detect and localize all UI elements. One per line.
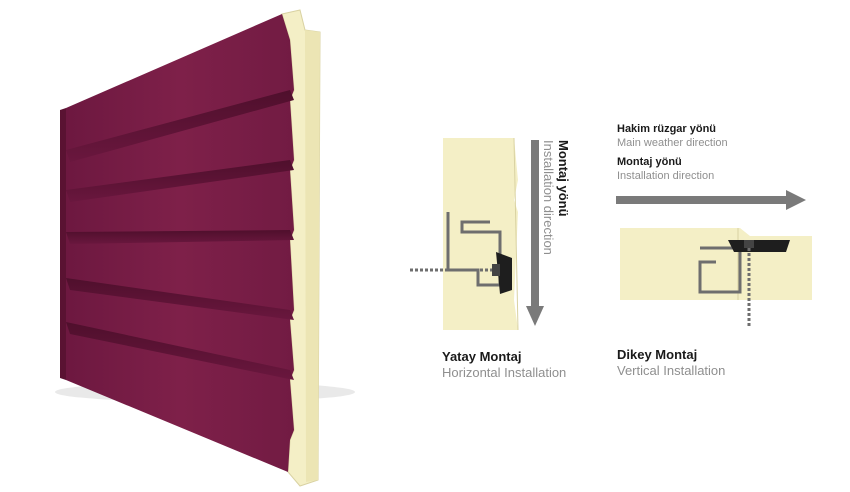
panel-rib	[66, 278, 294, 320]
right-arrow-icon	[616, 190, 806, 210]
gasket	[728, 240, 790, 252]
vertical-detail	[616, 190, 812, 328]
wind-direction-tr: Hakim rüzgar yönü	[617, 123, 717, 135]
horizontal-direction-tr: Montaj yönü	[556, 140, 571, 217]
vertical-direction-en: Installation direction	[617, 170, 715, 182]
panel-edge	[60, 108, 66, 380]
horizontal-detail	[410, 137, 544, 331]
panel-rib	[66, 90, 294, 162]
vertical-title-en: Vertical Installation	[617, 363, 726, 378]
vertical-direction-tr: Montaj yönü	[617, 156, 682, 168]
vertical-title-tr: Dikey Montaj	[617, 347, 698, 362]
panel-face	[66, 14, 294, 472]
screw-icon	[410, 264, 500, 276]
horizontal-title-tr: Yatay Montaj	[442, 349, 522, 364]
panel-joint	[513, 137, 519, 331]
panel-illustration	[55, 9, 355, 487]
wind-direction-en: Main weather direction	[617, 137, 728, 149]
horizontal-direction-en: Installation direction	[541, 140, 556, 255]
down-arrow-icon	[526, 140, 544, 326]
foam-block-left	[443, 138, 500, 330]
panel-rib	[66, 230, 294, 244]
horizontal-title-en: Horizontal Installation	[442, 365, 567, 380]
gasket	[496, 252, 512, 294]
foam-strip	[620, 228, 812, 300]
screw-icon	[744, 240, 754, 328]
panel-rib	[66, 160, 294, 202]
foam-core-inner	[305, 30, 320, 482]
panel-rib	[66, 322, 294, 380]
foam-block-right	[500, 138, 518, 330]
